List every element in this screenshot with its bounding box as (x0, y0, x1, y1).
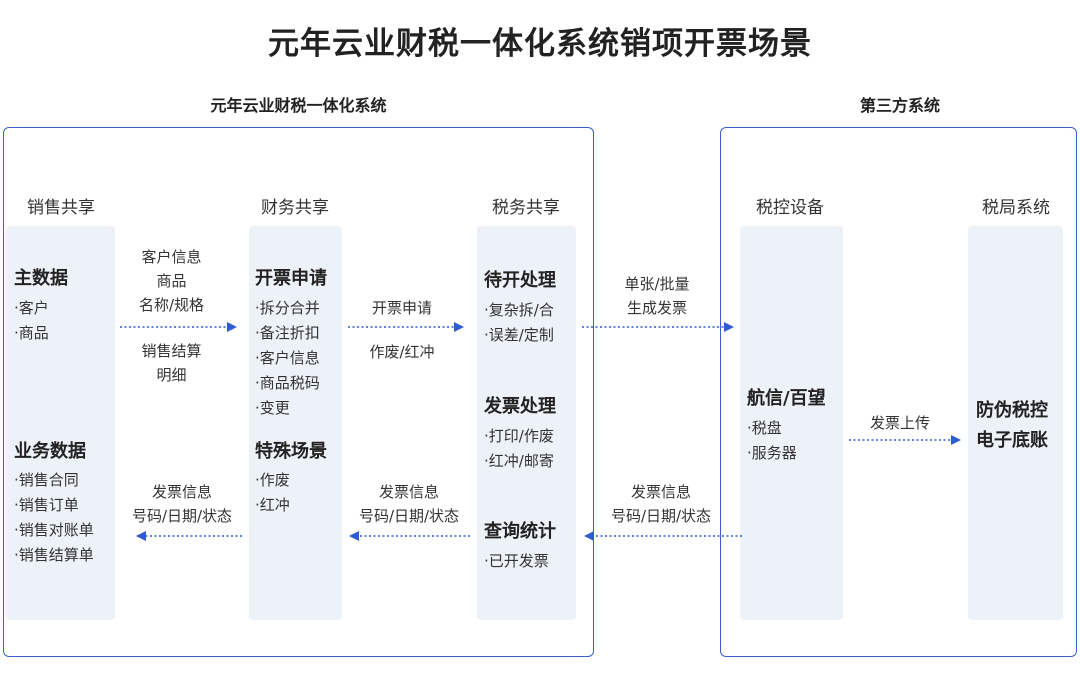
list-item: ·拆分合并 (255, 299, 320, 317)
vendor-heading: 航信/百望 (747, 388, 826, 409)
list-item: ·误差/定制 (484, 326, 554, 344)
flow-label-tax-to-finance: 发票信息 号码/日期/状态 (346, 480, 472, 528)
flow-label-device-to-tax: 发票信息 号码/日期/状态 (598, 480, 724, 528)
column-heading-sales: 销售共享 (27, 198, 95, 218)
list-item: ·客户 (14, 299, 49, 317)
third-party-system-title: 第三方系统 (859, 96, 940, 115)
tax-bureau-panel: 防伪税控 电子底账 (968, 226, 1063, 620)
list-item: ·销售订单 (14, 496, 79, 514)
column-heading-tax-device: 税控设备 (756, 198, 824, 218)
vendor-list: ·税盘 ·服务器 (747, 416, 797, 466)
list-item: ·打印/作废 (484, 427, 554, 445)
flow-label-device-to-bureau: 发票上传 (869, 414, 930, 432)
flow-label-finance-to-tax-top: 开票申请 (371, 299, 432, 317)
query-statistics-list: ·已开发票 (484, 549, 549, 574)
tax-device-panel: 航信/百望 ·税盘 ·服务器 (740, 226, 843, 620)
flow-text: 发票信息 (630, 483, 691, 501)
column-heading-tax: 税务共享 (492, 198, 560, 218)
invoice-processing-list: ·打印/作废 ·红冲/邮寄 (484, 424, 554, 474)
list-item: ·红冲 (255, 496, 290, 514)
business-data-heading: 业务数据 (14, 441, 86, 462)
list-item: ·已开发票 (484, 552, 549, 570)
list-item: ·复杂拆/合 (484, 301, 554, 319)
flow-text: 客户信息 (141, 248, 202, 266)
anti-counterfeit-label: 防伪税控 (976, 400, 1048, 421)
flow-label-sales-to-finance-top: 客户信息 商品 名称/规格 (120, 245, 223, 317)
column-heading-tax-bureau: 税局系统 (982, 198, 1050, 218)
list-item: ·销售合同 (14, 471, 79, 489)
pending-processing-list: ·复杂拆/合 ·误差/定制 (484, 298, 554, 348)
special-scenario-list: ·作废 ·红冲 (255, 468, 290, 518)
flow-text: 商品 (156, 272, 187, 290)
sales-share-panel: 主数据 ·客户 ·商品 业务数据 ·销售合同 ·销售订单 ·销售对账单 ·销售结… (6, 226, 115, 620)
electronic-ledger-label: 电子底账 (976, 430, 1048, 451)
flow-label-tax-to-device: 单张/批量 生成发票 (600, 272, 714, 320)
list-item: ·变更 (255, 399, 290, 417)
flow-text: 单张/批量 (624, 275, 690, 293)
flow-text: 明细 (156, 366, 187, 384)
internal-system-frame (3, 127, 594, 657)
flow-text: 号码/日期/状态 (358, 507, 460, 525)
third-party-system-frame (720, 127, 1077, 657)
pending-processing-heading: 待开处理 (484, 270, 556, 291)
flow-text: 号码/日期/状态 (610, 507, 712, 525)
column-heading-finance: 财务共享 (261, 198, 329, 218)
flow-text: 发票信息 (151, 483, 212, 501)
list-item: ·红冲/邮寄 (484, 452, 554, 470)
flow-label-sales-to-finance-bottom: 销售结算 明细 (120, 339, 223, 387)
flow-text: 名称/规格 (138, 296, 205, 314)
list-item: ·客户信息 (255, 349, 320, 367)
list-item: ·服务器 (747, 444, 797, 462)
flow-text: 销售结算 (141, 342, 202, 360)
list-item: ·备注折扣 (255, 324, 320, 342)
master-data-heading: 主数据 (14, 268, 68, 289)
flow-label-finance-to-tax-bottom: 作废/红冲 (369, 343, 435, 361)
page-title: 元年云业财税一体化系统销项开票场景 (268, 26, 812, 62)
flow-text: 号码/日期/状态 (131, 507, 233, 525)
invoice-request-list: ·拆分合并 ·备注折扣 ·客户信息 ·商品税码 ·变更 (255, 296, 320, 421)
finance-share-panel: 开票申请 ·拆分合并 ·备注折扣 ·客户信息 ·商品税码 ·变更 特殊场景 ·作… (249, 226, 342, 620)
flow-label-finance-to-sales: 发票信息 号码/日期/状态 (118, 480, 246, 528)
list-item: ·作废 (255, 471, 290, 489)
flow-text: 发票信息 (378, 483, 439, 501)
master-data-list: ·客户 ·商品 (14, 296, 49, 346)
list-item: ·商品 (14, 324, 49, 342)
list-item: ·销售对账单 (14, 521, 94, 539)
internal-system-title: 元年云业财税一体化系统 (210, 96, 387, 115)
business-data-list: ·销售合同 ·销售订单 ·销售对账单 ·销售结算单 (14, 468, 94, 568)
query-statistics-heading: 查询统计 (484, 521, 556, 542)
tax-share-panel: 待开处理 ·复杂拆/合 ·误差/定制 发票处理 ·打印/作废 ·红冲/邮寄 查询… (477, 226, 576, 620)
list-item: ·商品税码 (255, 374, 320, 392)
flow-text: 生成发票 (626, 299, 687, 317)
invoice-processing-heading: 发票处理 (484, 396, 556, 417)
list-item: ·税盘 (747, 419, 782, 437)
list-item: ·销售结算单 (14, 546, 94, 564)
special-scenario-heading: 特殊场景 (255, 441, 327, 462)
invoice-request-heading: 开票申请 (255, 268, 327, 289)
